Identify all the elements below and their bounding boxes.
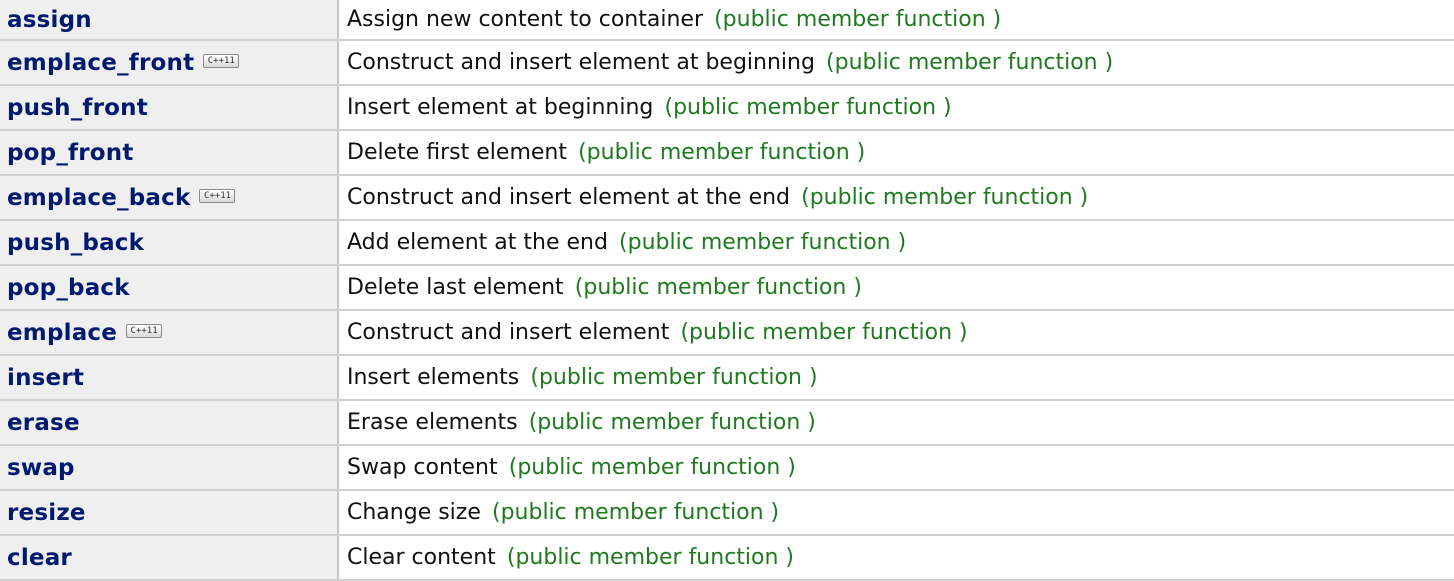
table-row: pop_back Delete last element (public mem… bbox=[0, 265, 1454, 311]
member-description-cell: Construct and insert element at beginnin… bbox=[338, 40, 1454, 86]
member-kind-label: (public member function ) bbox=[680, 320, 968, 345]
table-row: erase Erase elements (public member func… bbox=[0, 400, 1454, 446]
table-row: resize Change size (public member functi… bbox=[0, 490, 1454, 536]
member-description: Assign new content to container bbox=[347, 7, 703, 32]
member-link-pop-back[interactable]: pop_back bbox=[7, 274, 130, 301]
member-link-emplace[interactable]: emplace bbox=[7, 319, 118, 346]
table-row: swap Swap content (public member functio… bbox=[0, 445, 1454, 491]
member-name-cell: pop_front bbox=[0, 130, 339, 176]
member-description-cell: Delete last element (public member funct… bbox=[338, 265, 1454, 311]
member-description: Insert element at beginning bbox=[347, 95, 654, 120]
member-name-cell: insert bbox=[0, 355, 339, 401]
member-kind-label: (public member function ) bbox=[578, 140, 866, 165]
member-link-resize[interactable]: resize bbox=[7, 499, 86, 526]
member-link-push-front[interactable]: push_front bbox=[7, 94, 148, 121]
table-row: emplace_back C++11 Construct and insert e… bbox=[0, 175, 1454, 221]
cpp11-badge-icon: C++11 bbox=[203, 53, 240, 68]
member-name-cell: push_back bbox=[0, 220, 339, 266]
member-description: Construct and insert element at beginnin… bbox=[347, 50, 815, 75]
member-description-cell: Swap content (public member function ) bbox=[338, 445, 1454, 491]
member-kind-label: (public member function ) bbox=[801, 185, 1089, 210]
member-kind-label: (public member function ) bbox=[826, 50, 1114, 75]
table-row: emplace_front C++11 Construct and insert … bbox=[0, 40, 1454, 86]
member-description: Swap content bbox=[347, 455, 498, 480]
member-description-cell: Clear content (public member function ) bbox=[338, 535, 1454, 581]
member-description: Construct and insert element at the end bbox=[347, 185, 791, 210]
table-row: clear Clear content (public member funct… bbox=[0, 535, 1454, 581]
member-kind-label: (public member function ) bbox=[619, 230, 907, 255]
member-kind-label: (public member function ) bbox=[506, 545, 795, 570]
member-description: Construct and insert element bbox=[347, 320, 670, 345]
table-row: emplace C++11 Construct and insert elemen… bbox=[0, 310, 1454, 356]
member-description: Change size bbox=[347, 500, 481, 525]
member-name-cell: resize bbox=[0, 490, 339, 536]
member-link-push-back[interactable]: push_back bbox=[7, 229, 145, 256]
member-description: Clear content bbox=[347, 545, 496, 570]
member-link-erase[interactable]: erase bbox=[7, 409, 80, 436]
member-kind-label: (public member function ) bbox=[714, 7, 1002, 32]
member-link-emplace-back[interactable]: emplace_back bbox=[7, 184, 191, 211]
member-name-cell: emplace C++11 bbox=[0, 310, 339, 356]
member-description: Delete last element bbox=[347, 275, 564, 300]
member-description-cell: Erase elements (public member function ) bbox=[338, 400, 1454, 446]
member-description-cell: Construct and insert element (public mem… bbox=[338, 310, 1454, 356]
member-kind-label: (public member function ) bbox=[528, 410, 816, 435]
member-link-assign[interactable]: assign bbox=[7, 6, 92, 33]
member-kind-label: (public member function ) bbox=[491, 500, 780, 525]
member-name-cell: swap bbox=[0, 445, 339, 491]
member-description-cell: Insert elements (public member function … bbox=[338, 355, 1454, 401]
member-description-cell: Change size (public member function ) bbox=[338, 490, 1454, 536]
member-link-insert[interactable]: insert bbox=[7, 364, 85, 391]
member-link-pop-front[interactable]: pop_front bbox=[7, 139, 134, 166]
cpp11-badge-icon: C++11 bbox=[126, 323, 163, 338]
member-description: Delete first element bbox=[347, 140, 567, 165]
member-description-cell: Insert element at beginning (public memb… bbox=[338, 85, 1454, 131]
member-description: Add element at the end bbox=[347, 230, 608, 255]
table-row: insert Insert elements (public member fu… bbox=[0, 355, 1454, 401]
member-name-cell: emplace_front C++11 bbox=[0, 40, 339, 86]
member-description-cell: Delete first element (public member func… bbox=[338, 130, 1454, 176]
member-name-cell: push_front bbox=[0, 85, 339, 131]
member-description: Erase elements bbox=[347, 410, 518, 435]
member-name-cell: clear bbox=[0, 535, 339, 581]
member-kind-label: (public member function ) bbox=[530, 365, 818, 390]
member-kind-label: (public member function ) bbox=[574, 275, 862, 300]
member-link-emplace-front[interactable]: emplace_front bbox=[7, 49, 195, 76]
member-name-cell: assign bbox=[0, 0, 339, 41]
member-description-cell: Assign new content to container (public … bbox=[338, 0, 1454, 41]
member-kind-label: (public member function ) bbox=[664, 95, 952, 120]
table-row: assign Assign new content to container (… bbox=[0, 0, 1454, 41]
table-row: push_front Insert element at beginning (… bbox=[0, 85, 1454, 131]
member-name-cell: pop_back bbox=[0, 265, 339, 311]
member-description: Insert elements bbox=[347, 365, 520, 390]
table-row: pop_front Delete first element (public m… bbox=[0, 130, 1454, 176]
member-name-cell: emplace_back C++11 bbox=[0, 175, 339, 221]
member-description-cell: Construct and insert element at the end … bbox=[338, 175, 1454, 221]
member-link-swap[interactable]: swap bbox=[7, 454, 75, 481]
member-kind-label: (public member function ) bbox=[508, 455, 796, 480]
cpp11-badge-icon: C++11 bbox=[199, 188, 236, 203]
member-name-cell: erase bbox=[0, 400, 339, 446]
member-description-cell: Add element at the end (public member fu… bbox=[338, 220, 1454, 266]
member-link-clear[interactable]: clear bbox=[7, 544, 72, 571]
table-row: push_back Add element at the end (public… bbox=[0, 220, 1454, 266]
